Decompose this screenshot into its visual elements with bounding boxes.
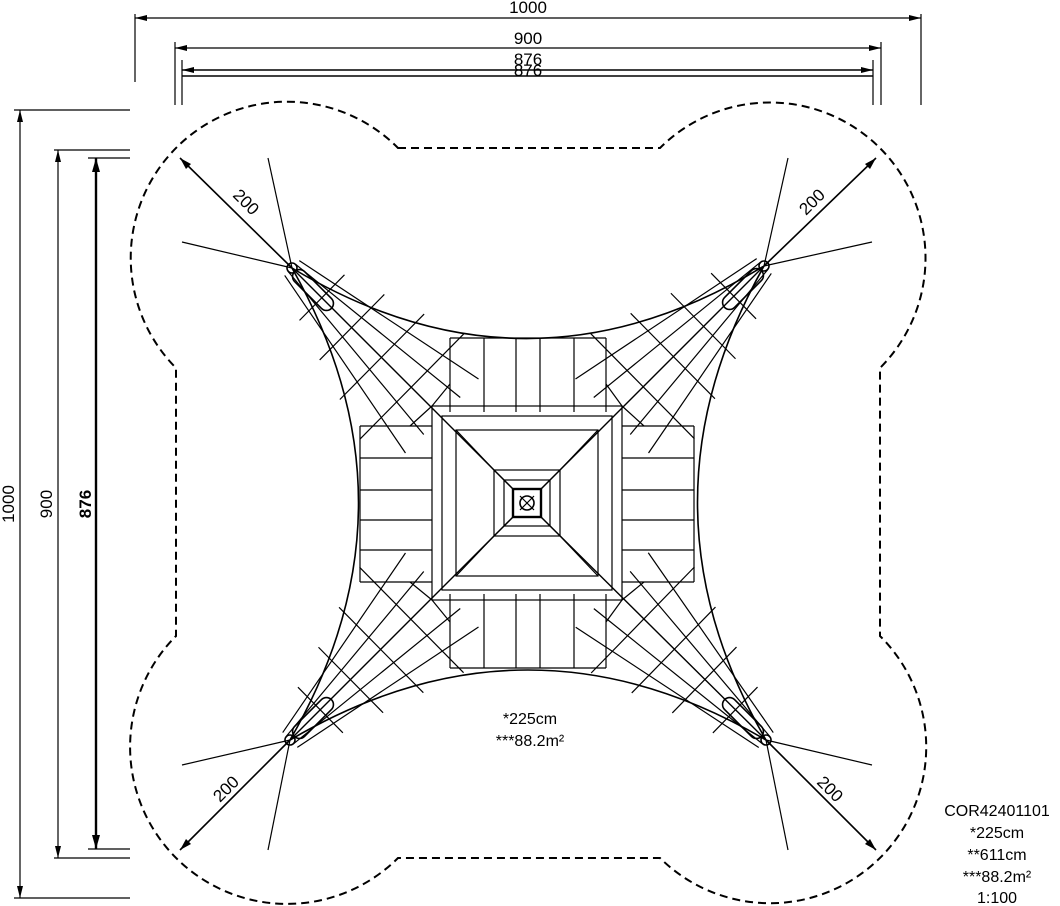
net-rope [648, 273, 772, 454]
spec-height: *225cm [970, 825, 1024, 842]
center-height-note: *225cm [503, 711, 557, 728]
spec-area: ***88.2m² [963, 869, 1032, 886]
net-rope [631, 606, 716, 694]
net-rope [590, 566, 695, 674]
center-area-note: ***88.2m² [496, 733, 565, 750]
net-rope [339, 313, 425, 400]
net-rope [647, 552, 774, 733]
net-rope [282, 552, 406, 733]
dim-diag-bottom-right: 200 [813, 772, 846, 805]
net-rope [589, 332, 695, 440]
net-rope [296, 626, 479, 748]
dim-top-876-a: 876 [514, 50, 542, 69]
net-rope [629, 269, 769, 435]
net-rope [621, 581, 645, 601]
dim-diag-bottom-left: 200 [209, 772, 242, 805]
net-rope [285, 571, 425, 737]
net-rope [575, 258, 758, 380]
net-rope [291, 267, 514, 490]
safety-zone-outline [129, 100, 928, 905]
dim-left-876: 876 [76, 490, 95, 518]
net-rope [338, 606, 424, 694]
net-rope [629, 570, 771, 737]
net-rope [298, 260, 479, 380]
net-rope [287, 271, 425, 435]
net-rope [289, 516, 514, 741]
net-ring [455, 429, 599, 577]
net-rope [295, 263, 461, 398]
dim-diag-top-left: 200 [229, 185, 262, 218]
dim-top-900: 900 [514, 29, 542, 48]
spec-code: COR42401101 [944, 803, 1050, 820]
net-rope [605, 383, 623, 407]
net-rope [540, 265, 765, 490]
net-rope [630, 312, 716, 400]
dim-left-1000: 1000 [0, 485, 18, 523]
net-rope [359, 333, 465, 440]
dim-top-1000: 1000 [509, 0, 547, 17]
spec-width: **611cm [967, 847, 1026, 864]
anchor-lines [179, 157, 877, 851]
dim-top-876-b: 876 [514, 61, 542, 80]
net-ring [441, 415, 613, 591]
dim-left-900: 900 [37, 490, 56, 518]
dim-diag-top-right: 200 [795, 185, 828, 218]
net-rope [605, 599, 623, 623]
net-rope [575, 626, 760, 748]
net-rope [671, 646, 737, 714]
net-rope [621, 405, 645, 427]
net-rope [359, 566, 465, 674]
net-rope [540, 516, 767, 741]
net-rope [431, 383, 451, 407]
left-dimension-lines [14, 109, 130, 899]
spec-block: COR42401101 *225cm **611cm ***88.2m² 1:1… [944, 803, 1050, 906]
net-rope [409, 405, 433, 427]
net-ring [431, 405, 623, 601]
net-rope [284, 275, 406, 454]
net-rope [593, 608, 763, 745]
spec-scale: 1:100 [977, 890, 1017, 906]
net-mesh [282, 258, 774, 748]
center-hub [493, 469, 561, 537]
net-rope [409, 581, 433, 601]
net-rope [431, 599, 451, 623]
net-rope [293, 608, 461, 745]
top-dimension-lines [134, 14, 922, 105]
net-rope [593, 261, 761, 398]
